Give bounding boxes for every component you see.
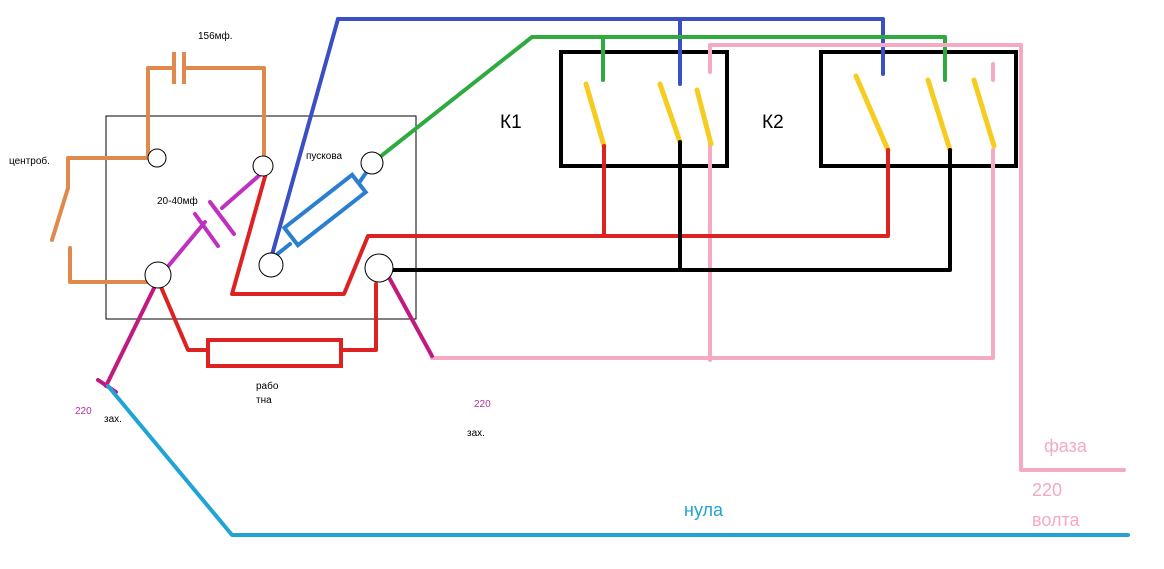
terminal-circles <box>144 148 394 289</box>
label-centrifugal: центроб. <box>9 155 50 167</box>
relay-k2-contacts <box>853 73 997 153</box>
supply-wire <box>96 270 434 394</box>
red-wire <box>156 144 890 352</box>
label-start-cap: 156мф. <box>198 30 233 42</box>
relay-k1-contacts <box>583 81 714 149</box>
label-run-cap: 20-40мф <box>157 195 198 207</box>
black-wire <box>376 140 952 272</box>
label-supply-left: зах. <box>104 414 122 425</box>
blue-wire <box>268 17 885 264</box>
label-run-winding-1: рабо <box>256 380 279 392</box>
neutral-wire <box>106 384 1130 537</box>
terminal-start-top <box>360 151 384 175</box>
label-phase-voltage-1: 220 <box>1032 480 1062 500</box>
pink-phase-wire <box>430 43 1126 472</box>
relay-k2-box <box>819 50 1018 168</box>
orange-wire <box>50 66 266 284</box>
start-capacitor-icon <box>172 52 186 84</box>
label-relay-k2: К2 <box>762 112 784 133</box>
label-phase: фаза <box>1044 436 1088 456</box>
label-neutral: нула <box>684 500 724 520</box>
label-supply-right: зах. <box>467 428 485 439</box>
label-start-winding: пускова <box>306 151 343 162</box>
run-winding-resistor <box>206 338 343 368</box>
label-phase-voltage-2: волта <box>1032 510 1081 530</box>
label-relay-k1: К1 <box>500 112 522 133</box>
green-wire <box>374 35 947 162</box>
terminal-centrifugal <box>147 148 167 168</box>
terminal-main-left <box>144 261 172 289</box>
terminal-main-right <box>364 253 394 283</box>
relay-k1-box <box>559 50 729 168</box>
label-run-winding-2: тна <box>256 395 272 406</box>
motor-terminal-box <box>105 115 417 320</box>
terminal-cap <box>252 155 274 177</box>
label-voltage-right: 220 <box>474 399 491 410</box>
terminal-start-bottom <box>258 252 284 278</box>
run-capacitor-icon <box>193 200 236 248</box>
label-voltage-left: 220 <box>75 406 92 417</box>
